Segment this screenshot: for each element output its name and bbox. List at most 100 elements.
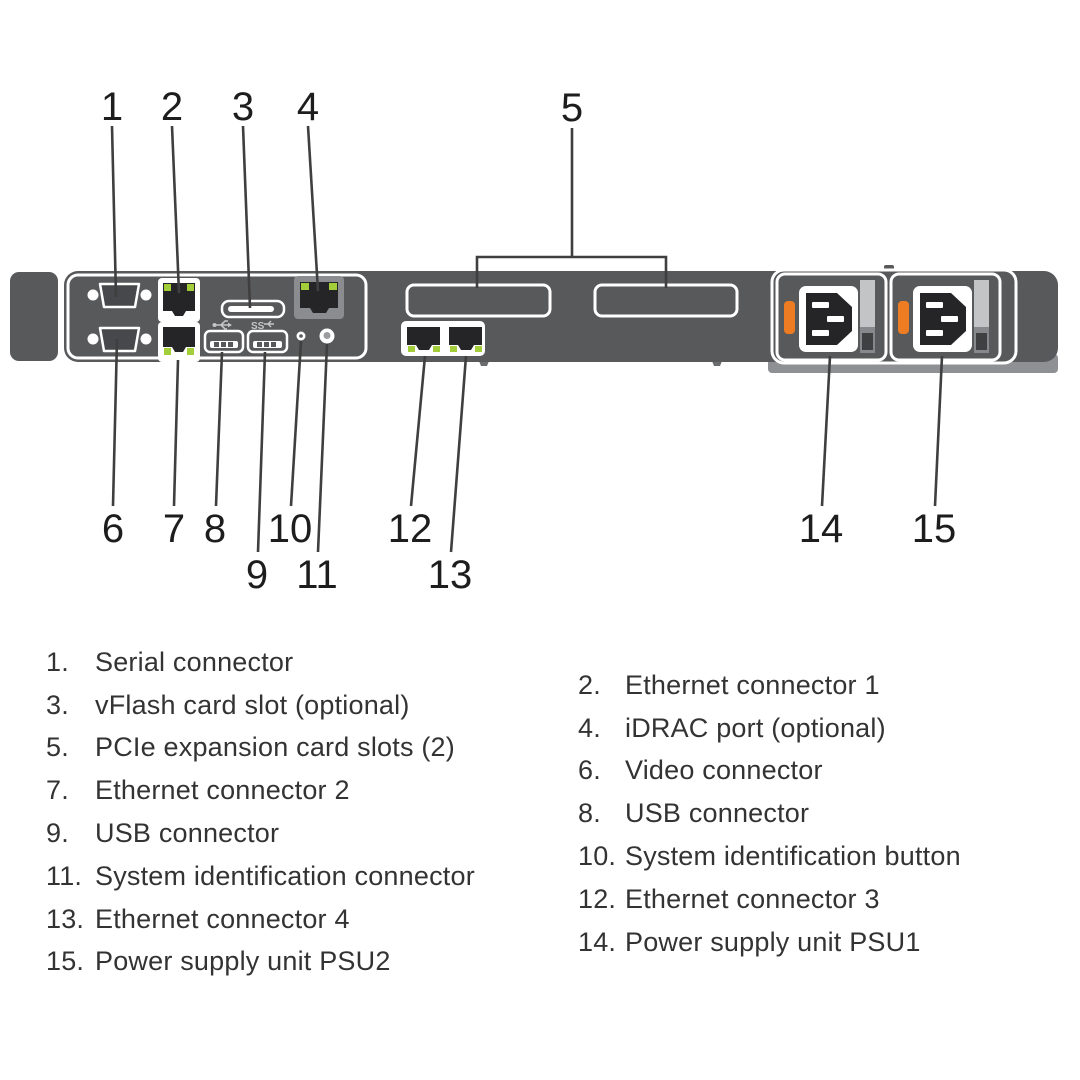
- inlet-pin-slot: [812, 330, 829, 336]
- usb-pin: [271, 342, 276, 347]
- legend-item-label: USB connector: [625, 798, 810, 829]
- legend-right-column: 2. Ethernet connector 1 4. iDRAC port (o…: [578, 664, 961, 964]
- led-indicator: [187, 348, 194, 355]
- legend-item: 11. System identification connector: [46, 855, 475, 898]
- legend-item-label: USB connector: [95, 818, 280, 849]
- rj45-port: [407, 327, 440, 350]
- callout-15: 15: [912, 507, 957, 551]
- psu-1: [775, 272, 888, 362]
- usb-pin: [214, 342, 219, 347]
- legend-item-number: 9.: [46, 818, 69, 849]
- screw-post: [87, 333, 99, 345]
- callout-9: 9: [246, 553, 268, 597]
- system-id-button: [296, 331, 306, 341]
- ethernet-pair-3-4: [401, 321, 485, 356]
- usb-pin: [221, 342, 226, 347]
- inlet-pin-slot: [827, 316, 844, 322]
- legend-item-label: PCIe expansion card slots (2): [95, 732, 455, 763]
- io-module-outline: [66, 273, 368, 360]
- rj45-port: [300, 282, 338, 313]
- idrac-port: [294, 276, 344, 319]
- screw-post: [87, 289, 99, 301]
- legend-item: 13. Ethernet connector 4: [46, 898, 475, 941]
- inlet-pin-slot: [941, 316, 958, 322]
- legend-item-label: System identification button: [625, 841, 961, 872]
- legend-item-label: Serial connector: [95, 646, 294, 677]
- callout-14: 14: [799, 507, 844, 551]
- legend-item: 5. PCIe expansion card slots (2): [46, 727, 475, 770]
- rj45-port: [449, 327, 482, 350]
- legend-item-label: Ethernet connector 1: [625, 669, 880, 700]
- legend-item-number: 4.: [578, 712, 601, 743]
- legend-item-number: 2.: [578, 669, 601, 700]
- screw-post: [140, 333, 152, 345]
- legend-item: 3. vFlash card slot (optional): [46, 684, 475, 727]
- inlet-pin-slot: [926, 330, 943, 336]
- legend-item-label: Ethernet connector 3: [625, 883, 880, 914]
- legend-item-number: 6.: [578, 755, 601, 786]
- usb-port-outline: [203, 329, 245, 354]
- psu-release-clip: [784, 301, 795, 334]
- callout-13: 13: [428, 553, 473, 597]
- callout-4: 4: [297, 85, 319, 129]
- led-indicator: [164, 348, 171, 355]
- rj45-port: [163, 327, 195, 352]
- callout-11: 11: [296, 553, 338, 597]
- db9-shell: [98, 282, 141, 309]
- legend-item-number: 3.: [46, 689, 69, 720]
- callout-numbers: 1 2 3 4 5 6 7 8 9 10 11 12 13 14 15: [101, 85, 956, 597]
- callout-12: 12: [388, 507, 433, 551]
- screw-post: [140, 289, 152, 301]
- usb-pin: [228, 342, 233, 347]
- legend-item-label: Power supply unit PSU1: [625, 926, 921, 957]
- legend-item: 8. USB connector: [578, 792, 961, 835]
- callout-6: 6: [102, 507, 124, 551]
- led-indicator: [164, 284, 171, 291]
- ethernet-connector-2: [158, 322, 200, 362]
- legend-item-label: System identification connector: [95, 860, 475, 891]
- usb-connector-1: [203, 320, 245, 354]
- legend-item: 12. Ethernet connector 3: [578, 878, 961, 921]
- legend-item-number: 13.: [46, 903, 85, 934]
- usb3-ss-text: SS: [251, 321, 265, 332]
- psu-bay-outline: [770, 268, 1018, 365]
- legend-item-number: 15.: [46, 946, 85, 977]
- slot-opening: [228, 306, 274, 312]
- legend-item: 4. iDRAC port (optional): [578, 707, 961, 750]
- legend-item: 7. Ethernet connector 2: [46, 769, 475, 812]
- rj45-port: [163, 283, 195, 316]
- callout-7: 7: [163, 507, 185, 551]
- psu-frame: [775, 272, 888, 362]
- inlet-pin-slot: [926, 302, 943, 308]
- legend-item-number: 10.: [578, 841, 617, 872]
- psu-frame: [889, 272, 1002, 362]
- ethernet-connector-1: [158, 278, 200, 322]
- legend-item: 2. Ethernet connector 1: [578, 664, 961, 707]
- slot-outline: [220, 299, 286, 319]
- led-indicator: [301, 283, 309, 290]
- callout-10: 10: [268, 507, 313, 551]
- led-indicator: [450, 346, 457, 352]
- callout-3: 3: [232, 85, 254, 129]
- callout-5: 5: [561, 86, 583, 130]
- psu-handle: [860, 280, 875, 353]
- led-indicator: [329, 283, 337, 290]
- psu-release-clip: [898, 301, 909, 334]
- usb-icon: [212, 320, 232, 330]
- system-id-connector: [319, 328, 335, 344]
- usb-pin: [264, 342, 269, 347]
- legend-item-label: Video connector: [625, 755, 823, 786]
- vflash-card-slot: [220, 299, 286, 319]
- legend-item-number: 12.: [578, 883, 617, 914]
- video-connector: [87, 326, 152, 353]
- legend-item-label: Ethernet connector 4: [95, 903, 350, 934]
- ethernet-connector-3: [407, 327, 440, 352]
- legend-item-number: 11.: [46, 860, 83, 891]
- legend-item-label: vFlash card slot (optional): [95, 689, 410, 720]
- callout-leader-lines: [110, 125, 944, 553]
- usb-connector-2: SS: [246, 320, 289, 354]
- legend-item-number: 7.: [46, 775, 69, 806]
- db15-shell: [98, 326, 141, 353]
- inlet-pin-slot: [812, 302, 829, 308]
